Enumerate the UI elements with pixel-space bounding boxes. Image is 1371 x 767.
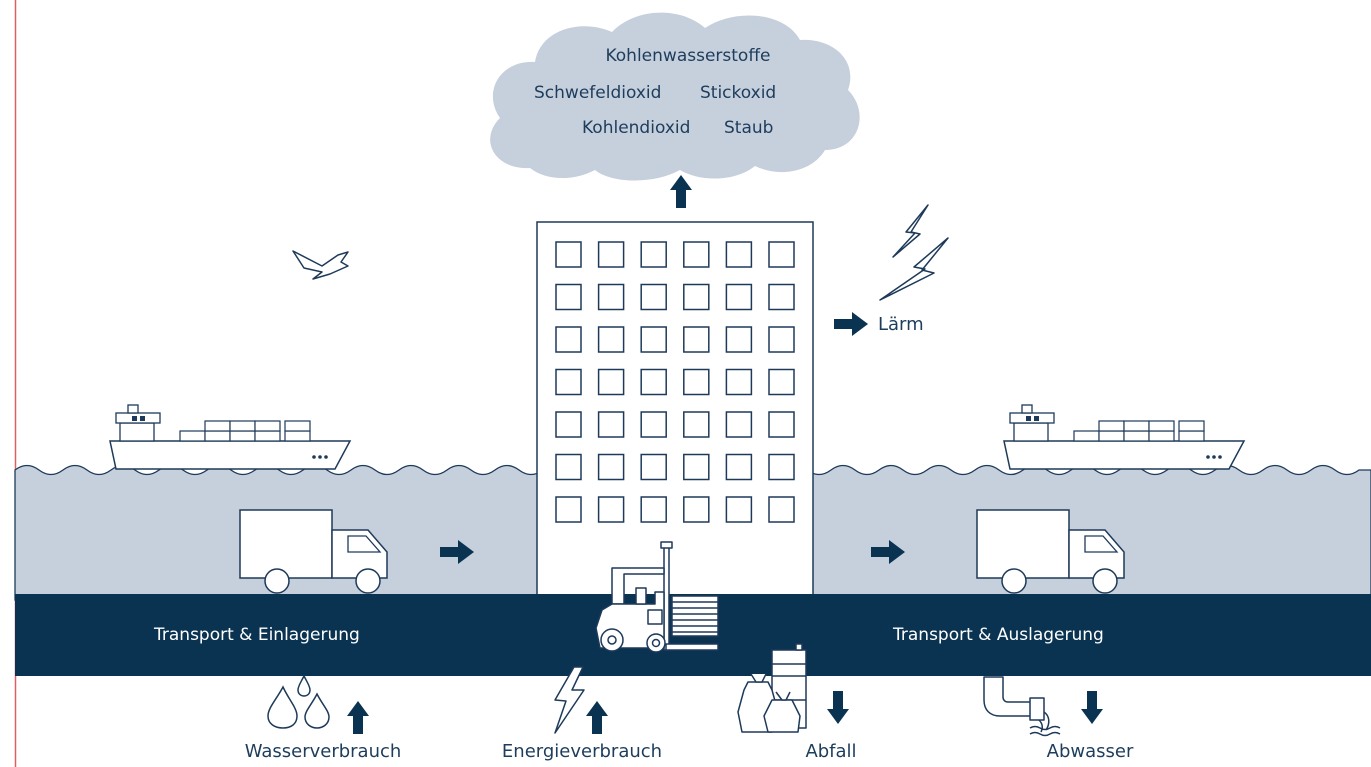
wastewater-down-arrow-icon	[1081, 691, 1103, 724]
building-window	[640, 496, 667, 523]
band-label-outbound: Transport & Auslagerung	[893, 625, 1104, 645]
cloud-label-nitrogen-oxide: Stickoxid	[700, 83, 777, 103]
building-window	[683, 326, 710, 353]
building-window	[597, 326, 625, 353]
impact-label-wastewater: Abwasser	[1046, 741, 1134, 762]
water-up-arrow-icon	[347, 701, 369, 734]
building-window	[555, 368, 582, 396]
seagull-icon	[292, 250, 349, 280]
building-window	[597, 453, 625, 481]
waste-down-arrow-icon	[827, 691, 849, 724]
building-window	[555, 411, 582, 438]
building-window	[768, 368, 795, 396]
water-drops-icon	[267, 674, 330, 729]
energy-lightning-icon	[554, 666, 585, 734]
emission-cloud	[490, 12, 860, 181]
building-window	[555, 283, 582, 311]
building-window	[597, 241, 625, 268]
building-window	[683, 241, 710, 268]
cloud-label-carbon-dioxide: Kohlendioxid	[582, 118, 691, 138]
noise-arrow-icon	[834, 312, 868, 336]
building-window	[683, 411, 710, 438]
building-window	[640, 453, 667, 481]
emission-arrow-icon	[670, 175, 692, 208]
building-window	[597, 368, 625, 396]
container-ship-right	[1003, 404, 1245, 470]
building-window	[725, 368, 753, 396]
building-window	[725, 496, 753, 523]
building-window	[683, 368, 710, 396]
energy-up-arrow-icon	[586, 701, 608, 734]
impact-label-energy: Energieverbrauch	[501, 741, 663, 762]
container-ship-left	[109, 404, 351, 470]
building-window	[683, 283, 710, 311]
building-window	[555, 241, 582, 268]
building-window	[725, 326, 753, 353]
building-window	[725, 283, 753, 311]
impact-label-waste: Abfall	[805, 741, 857, 762]
building-window	[683, 496, 710, 523]
noise-label: Lärm	[878, 314, 924, 335]
building-window	[597, 283, 625, 311]
band-label-inbound: Transport & Einlagerung	[154, 625, 360, 645]
building-window	[640, 241, 667, 268]
building-window	[768, 411, 795, 438]
forklift-icon	[595, 541, 719, 653]
cloud-line-hydrocarbons: Kohlenwasserstoffe	[605, 46, 771, 66]
waste-bags-icon	[737, 643, 807, 733]
building-window	[640, 326, 667, 353]
building-window	[768, 453, 795, 481]
building-window	[640, 283, 667, 311]
building-window	[640, 368, 667, 396]
building-window	[597, 496, 625, 523]
cloud-label-dust: Staub	[724, 118, 774, 138]
building-window	[768, 241, 795, 268]
warehouse-building	[536, 221, 814, 643]
building-window	[768, 283, 795, 311]
building-window	[725, 453, 753, 481]
cloud-label-sulfur-dioxide: Schwefeldioxid	[534, 83, 662, 103]
building-window	[555, 326, 582, 353]
impact-label-water: Wasserverbrauch	[244, 741, 402, 762]
building-window	[768, 496, 795, 523]
wastewater-pipe-icon	[983, 676, 1061, 737]
building-window	[555, 453, 582, 481]
building-window	[725, 411, 753, 438]
building-window	[555, 496, 582, 523]
building-window	[597, 411, 625, 438]
building-window	[683, 453, 710, 481]
building-window	[725, 241, 753, 268]
building-window	[768, 326, 795, 353]
building-window	[640, 411, 667, 438]
noise-lightning-icon	[879, 204, 949, 301]
